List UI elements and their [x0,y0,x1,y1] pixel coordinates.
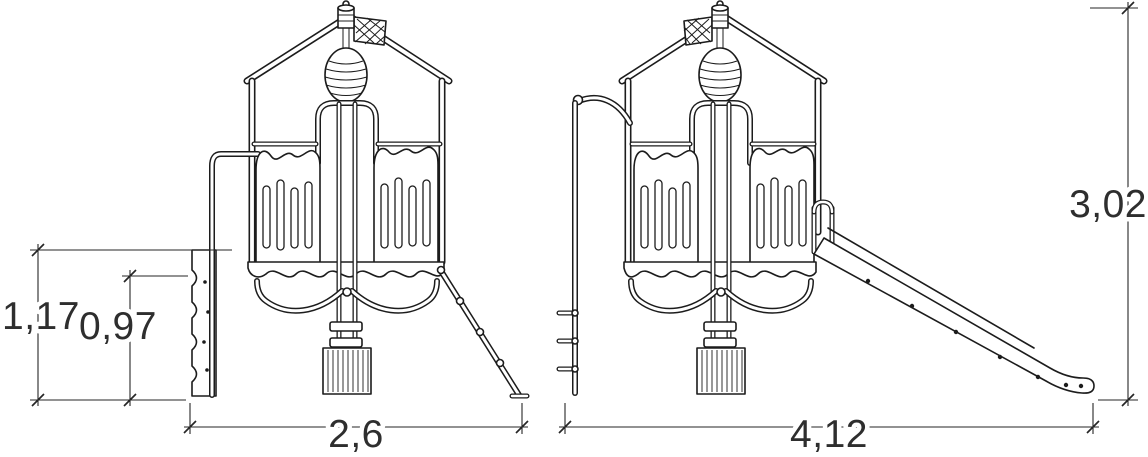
balloon-stripes [324,60,368,96]
barrier-right [373,146,439,267]
deck [247,261,445,278]
finial-top [711,4,729,12]
finial-flag-ornament [324,0,387,103]
support-braces [631,281,811,311]
barrier-left [633,149,699,267]
deck [623,261,817,278]
front-view [191,0,528,397]
dim-label-front-height-inner: 0,97 [79,305,157,348]
finial-top [337,4,355,12]
dim-label-side-width: 4,12 [790,413,868,456]
finial-stem [716,28,724,49]
support-braces [257,281,437,311]
brace-clamp [342,287,352,297]
step-rail [436,265,528,397]
slide [813,202,1095,394]
dim-label-side-height: 3,02 [1069,183,1147,226]
barrier-left [255,149,321,267]
finial-stripes [338,14,354,22]
dim-label-front-width: 2,6 [328,413,384,456]
brace-clamp [716,287,726,297]
barrier-panels [633,146,815,267]
mast-base [322,321,372,395]
side-view [559,0,1095,395]
ladder-rail [559,94,630,394]
flag-crosshatch [353,17,386,45]
extension-lines [30,7,1138,434]
finial-stem [342,28,350,49]
slide-side-rail [827,227,1035,349]
dim-label-front-height-outer: 1,17 [2,295,80,338]
mast-base [696,321,746,395]
slide-bed [813,237,1095,394]
finial-flag-ornament [683,0,742,103]
barrier-panels [255,146,439,267]
dimension-ticks [31,1,1135,434]
flag-crosshatch [683,17,713,45]
barrier-right [749,146,815,267]
dimension-lines [37,2,1129,428]
balloon-stripes [698,60,742,96]
finial-stripes [712,14,728,22]
